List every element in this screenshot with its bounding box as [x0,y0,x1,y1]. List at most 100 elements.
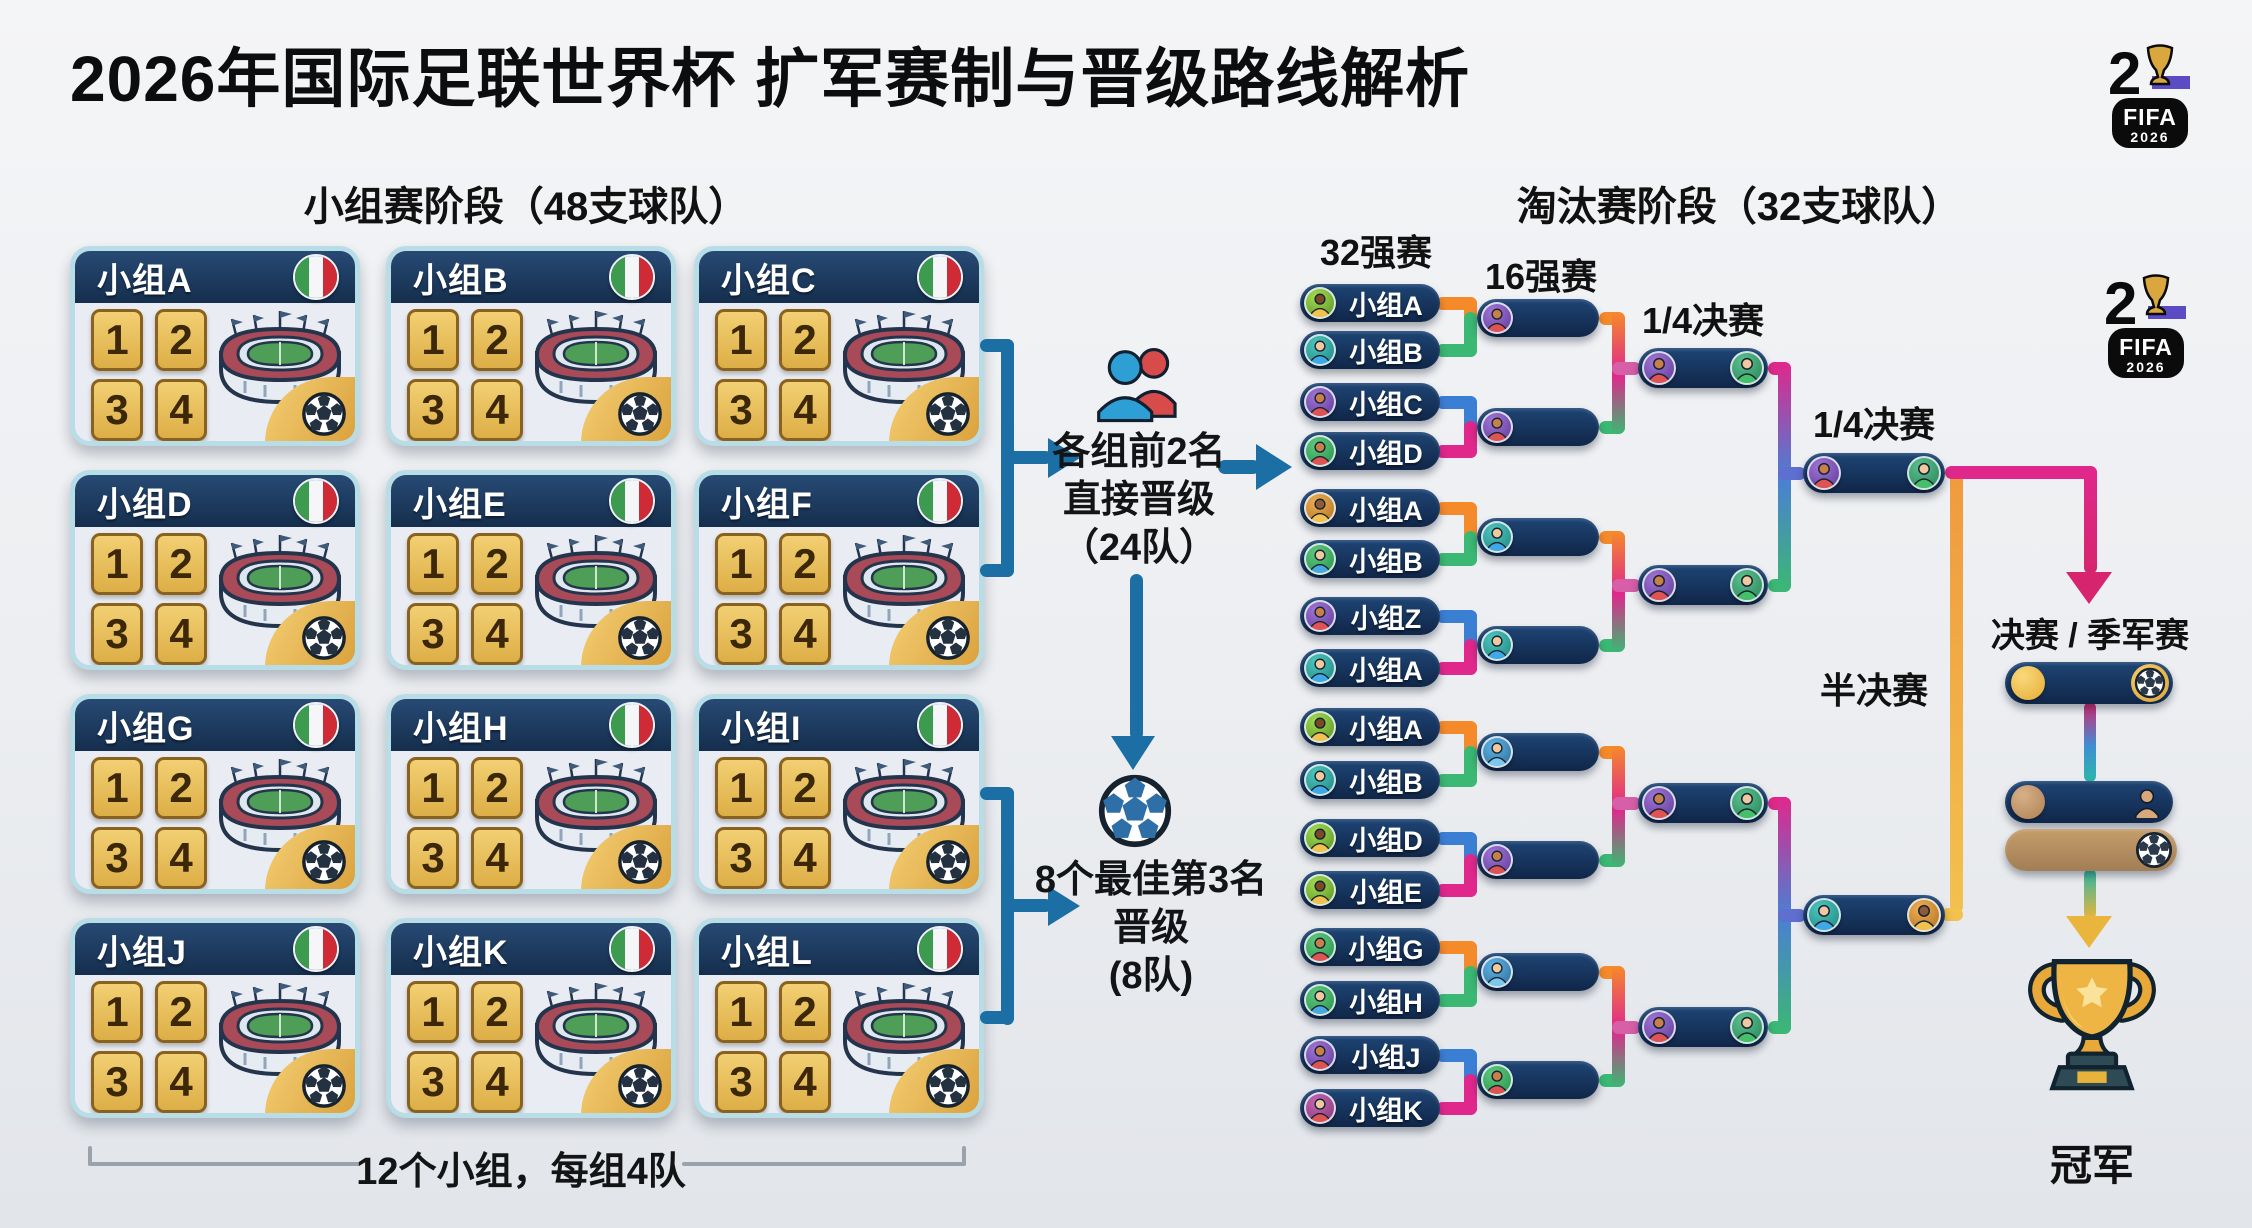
group-card-header: 小组B [391,251,671,303]
r16-link [1612,1021,1641,1034]
advance-top-note: 各组前2名 直接晋级 （24队） [1018,428,1260,572]
soccer-ball-icon [617,839,663,885]
player-avatar-icon [1304,334,1336,366]
team-slot-tile: 1 [91,309,143,371]
team-slot-tile: 4 [471,1051,523,1113]
group-card-header: 小组L [699,923,979,975]
italy-flag-icon [917,926,963,972]
r32-pill-13: 小组G [1300,928,1440,966]
team-slot-tile: 1 [715,981,767,1043]
group-card-header: 小组I [699,699,979,751]
player-avatar-icon [1481,411,1513,443]
r32-link [1464,966,1477,1007]
qf-pill-4 [1638,1007,1768,1047]
soccer-ball-icon [617,1063,663,1109]
r32-team-label: 小组B [1349,767,1423,798]
player-avatar-icon [1642,1010,1676,1044]
r32-team-label: 小组A [1349,714,1423,745]
group-card-header: 小组H [391,699,671,751]
group-card-title: 小组A [97,261,193,300]
player-avatar-icon [1304,386,1336,418]
team-slot-tile: 3 [407,603,459,665]
group-card-header: 小组D [75,475,355,527]
player-silhouette-icon [2131,786,2163,820]
team-slot-tile: 1 [407,533,459,595]
player-avatar-icon [1304,543,1336,575]
advance-arrow-head [1048,886,1080,926]
r32-pill-8: 小组A [1300,649,1440,687]
team-slot-tile: 4 [779,379,831,441]
advance-bottom-line: (8队) [1108,955,1194,997]
qf-pill-2 [1638,565,1768,605]
fifa-year: 2026 [2126,359,2165,375]
to-knockout-arrow-head [1256,444,1292,490]
down-arrow-head [1111,736,1155,770]
team-slot-tile: 4 [155,827,207,889]
italy-flag-icon [293,254,339,300]
champion-trophy-icon [2024,948,2160,1126]
group-card-title: 小组J [97,933,187,972]
player-avatar-icon [1481,629,1513,661]
team-slot-tile: 2 [779,309,831,371]
group-card-3: 小组C [694,246,984,446]
italy-flag-icon [293,702,339,748]
team-slot-tile: 2 [155,757,207,819]
finalist-gold-dot [2011,666,2045,700]
r32-pill-9: 小组A [1300,708,1440,746]
player-avatar-icon [1304,600,1336,632]
player-avatar-icon [1304,435,1336,467]
r32-link [1464,854,1477,897]
r32-pill-15: 小组J [1300,1036,1440,1074]
r16-pill-3 [1477,518,1599,556]
soccer-ball-icon [925,839,971,885]
third-place-pill-2 [2005,829,2177,871]
final-link [2084,869,2096,919]
fifa-2026-logo: 2 FIFA 2026 [2108,40,2192,154]
r32-team-label: 小组B [1349,337,1423,368]
team-slot-tile: 2 [779,981,831,1043]
advance-top-line: 各组前2名 [1052,431,1226,473]
group-card-5: 小组E [386,470,676,670]
player-avatar-icon [1481,521,1513,553]
group-bracket-line [980,564,1014,577]
r32-team-label: 小组A [1349,290,1423,321]
player-avatar-icon [1481,302,1513,334]
team-slot-tile: 1 [91,981,143,1043]
to-knockout-arrow-shaft [1218,460,1260,474]
r16-pill-2 [1477,408,1599,446]
r16-pill-8 [1477,1061,1599,1099]
r32-link [1464,312,1477,357]
team-slot-tile: 2 [779,757,831,819]
team-slot-tile: 3 [715,1051,767,1113]
italy-flag-icon [293,926,339,972]
group-card-header: 小组E [391,475,671,527]
group-card-header: 小组A [75,251,355,303]
r32-pill-3: 小组C [1300,383,1440,421]
svg-text:2: 2 [2108,42,2141,107]
group-card-header: 小组C [699,251,979,303]
qf-link [1778,909,1806,922]
stadium-icon [205,747,355,869]
r32-pill-5: 小组A [1300,489,1440,527]
stadium-icon [521,971,671,1093]
team-slot-tile: 4 [471,827,523,889]
team-slot-tile: 2 [779,533,831,595]
sf-pill-1 [1803,453,1945,493]
finalist-tan-dot [2011,785,2045,819]
group-card-header: 小组K [391,923,671,975]
advance-arrow-head [1048,438,1080,478]
player-avatar-icon [1730,568,1764,602]
player-avatar-icon [1304,287,1336,319]
group-card-header: 小组F [699,475,979,527]
group-card-8: 小组H [386,694,676,894]
r32-team-label: 小组A [1349,495,1423,526]
fifa-text: FIFA [2123,104,2177,130]
italy-flag-icon [293,478,339,524]
round-of-16-label: 16强赛 [1484,256,1598,297]
r32-team-label: 小组J [1351,1042,1421,1073]
group-card-title: 小组G [97,709,195,748]
